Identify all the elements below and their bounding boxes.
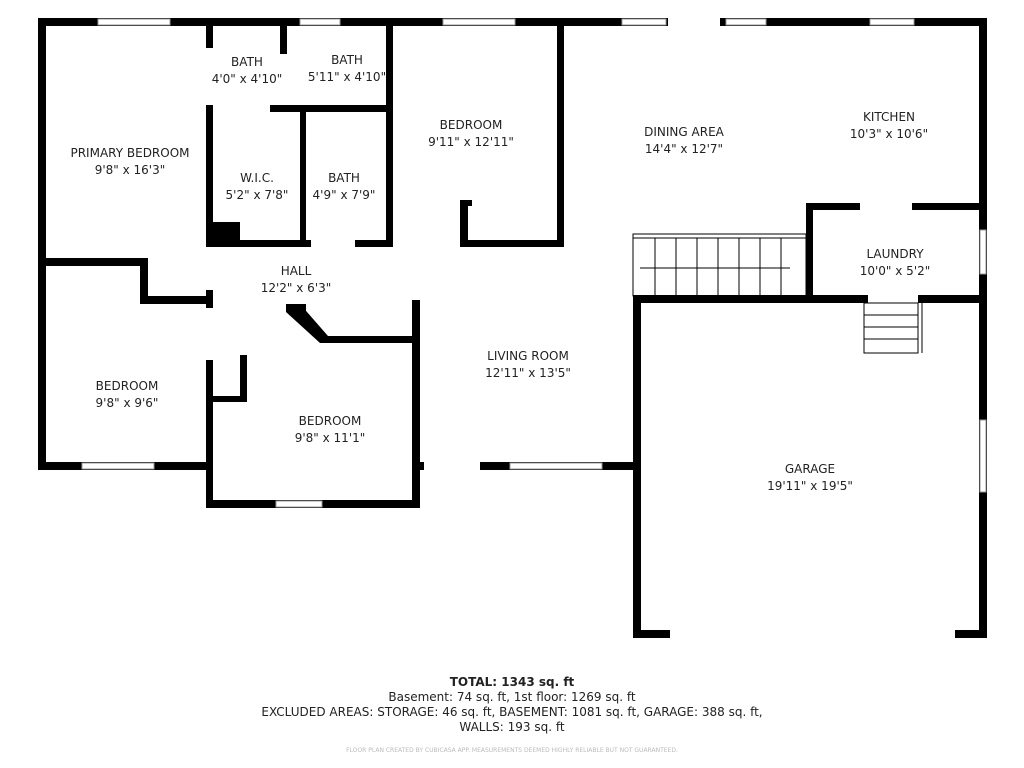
room-name: BEDROOM [298,414,362,428]
room-name: BEDROOM [95,379,159,393]
walls-area: WALLS: 193 sq. ft [459,720,565,734]
room-label-bath-3: BATH 4'9" x 7'9" [313,170,376,204]
room-label-laundry: LAUNDRY 10'0" x 5'2" [860,246,931,280]
room-name: BATH [331,53,363,67]
room-name: W.I.C. [240,171,274,185]
room-name: LIVING ROOM [487,349,569,363]
room-name: BATH [231,55,263,69]
room-size: 5'2" x 7'8" [225,188,289,202]
stairs-icon [632,233,923,354]
room-label-bedroom-2: BEDROOM 9'8" x 9'6" [96,378,159,412]
room-size: 5'11" x 4'10" [307,70,387,84]
room-size: 4'0" x 4'10" [211,72,283,86]
room-name: BEDROOM [439,118,503,132]
room-label-kitchen: KITCHEN 10'3" x 10'6" [850,109,928,143]
excluded-areas: EXCLUDED AREAS: STORAGE: 46 sq. ft, BASE… [261,705,763,719]
room-size: 9'8" x 11'1" [294,431,366,445]
room-size: 14'4" x 12'7" [644,142,724,156]
room-label-hall: HALL 12'2" x 6'3" [261,263,332,297]
room-size: 9'11" x 12'11" [428,135,514,149]
room-size: 10'0" x 5'2" [859,264,931,278]
room-label-wic: W.I.C. 5'2" x 7'8" [226,170,289,204]
room-name: LAUNDRY [866,247,924,261]
total-area: TOTAL: 1343 sq. ft [449,675,575,689]
room-size: 9'8" x 16'3" [94,163,166,177]
room-name: PRIMARY BEDROOM [70,146,190,160]
floor-areas: Basement: 74 sq. ft, 1st floor: 1269 sq.… [388,690,636,704]
room-size: 10'3" x 10'6" [849,127,929,141]
room-label-dining-area: DINING AREA 14'4" x 12'7" [644,124,724,158]
room-name: GARAGE [784,462,836,476]
room-size: 12'11" x 13'5" [485,366,571,380]
room-label-living-room: LIVING ROOM 12'11" x 13'5" [485,348,571,382]
disclaimer: FLOOR PLAN CREATED BY CUBICASA APP. MEAS… [346,747,678,754]
room-label-bath-1: BATH 4'0" x 4'10" [212,54,283,88]
room-size: 9'8" x 9'6" [95,396,159,410]
room-name: BATH [328,171,360,185]
room-label-bath-2: BATH 5'11" x 4'10" [308,52,386,86]
room-size: 4'9" x 7'9" [312,188,376,202]
room-label-bedroom-3: BEDROOM 9'8" x 11'1" [295,413,366,447]
room-size: 19'11" x 19'5" [767,479,853,493]
room-label-garage: GARAGE 19'11" x 19'5" [767,461,853,495]
room-name: KITCHEN [863,110,915,124]
room-name: HALL [280,264,312,278]
room-label-bedroom-1: BEDROOM 9'11" x 12'11" [428,117,514,151]
room-size: 12'2" x 6'3" [260,281,332,295]
room-label-primary-bedroom: PRIMARY BEDROOM 9'8" x 16'3" [70,145,189,179]
room-name: DINING AREA [644,125,724,139]
